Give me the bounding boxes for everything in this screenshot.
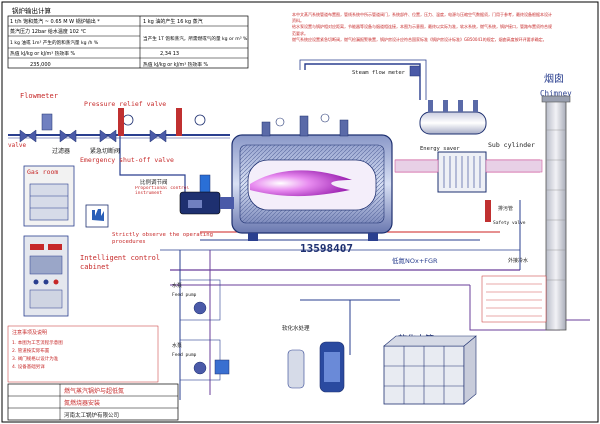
- control-cabinet: Intelligent control cabinet: [23, 235, 161, 317]
- chimney-cn: 烟囱: [544, 72, 564, 85]
- soft-water-tank: 软化水箱: [383, 333, 477, 405]
- relief-valve-body-2: [176, 108, 182, 136]
- gas-valve-1: [19, 129, 37, 143]
- sub-cylinder: Sub cylinder: [419, 100, 535, 149]
- calc-r2c1: 蒸汽压力 12bar 给水温度 102 ℃: [10, 28, 87, 35]
- title-line-1: 燃气蒸汽锅炉与超低氮: [64, 387, 124, 395]
- economizer: Energy saver: [394, 146, 543, 193]
- note-para-1: 本中文蒸汽系统管道布置图，管线系统中所示管道阀门，系统部件、位置，压力、温度，电…: [292, 12, 552, 24]
- operating-notice: Strictly observe the operating procedure…: [85, 204, 214, 245]
- fgr-label: 低氮NOx+FGR: [392, 256, 438, 265]
- intelligent-label: Intelligent control cabinet: [80, 254, 161, 271]
- hand-icon: [92, 209, 104, 221]
- water-treat-label: 软化水处理: [282, 324, 310, 332]
- gas-valve-train: Flowmeter Pressure relief valve valve 过滤…: [8, 92, 206, 164]
- chimney: 烟囱 Chimney: [540, 72, 572, 331]
- feed-pumps: 水泵 Feed pump 水泵 Feed pump: [172, 279, 230, 381]
- observe-label: Strictly observe the operating procedure…: [112, 232, 214, 245]
- calc-r5c1: 235,000: [30, 62, 51, 68]
- sub-cylinder-label: Sub cylinder: [488, 141, 535, 149]
- calc-r1c2: 1 kg 油的产生 16 kg 蒸汽: [143, 18, 203, 25]
- chimney-label: Chimney: [540, 89, 572, 98]
- gas-valve-3: [99, 129, 117, 143]
- note-para-2: 给水泵设置与锅炉相对应距离，节能器等设备与烟道相连接，本图为示意图，最终以实际为…: [292, 24, 552, 36]
- shutoff-label: Emergency shut-off valve: [80, 156, 174, 164]
- proportional-cn: 比例调节阀: [140, 178, 168, 186]
- calc-r5c2: 热值 kJ/kg or kJ/m³ 热效率 %: [143, 61, 209, 68]
- calc-r3c2: 当产生 1T 饱和蒸汽，所需燃或气的量 kg or m³ %: [143, 35, 248, 42]
- shutoff-cn-label: 紧急切断阀: [90, 147, 120, 155]
- output-calculation-table: 锅炉输出计算 1 t/h 饱和蒸汽 ~ 0.65 M W 锅炉输出 * 1 kg…: [7, 6, 249, 69]
- notes-l4: 4. 设备基础另详: [12, 363, 45, 370]
- pressure-gauge-icon-2: [194, 114, 206, 126]
- cold-water-label: 外接冷水: [508, 257, 528, 264]
- gas-valve-4: [149, 129, 167, 143]
- calc-r3c1: 1 kg 油或 1m³ 产生的饱和蒸汽量 kg /h %: [10, 39, 99, 46]
- title-block: 燃气蒸汽锅炉与超低氮 氮燃烧器安装 河南太工锅炉有限公司: [7, 383, 179, 421]
- safety-valve-group: Safety valve 排污管 外接冷水: [485, 200, 528, 264]
- pump-icon-1: [193, 301, 207, 315]
- phone-watermark: 13598407: [300, 242, 353, 255]
- notes-l2: 2. 管道按实际布置: [12, 347, 50, 354]
- flame: [250, 170, 352, 197]
- sub-cylinder-body: [419, 111, 487, 135]
- boiler-main: [179, 113, 393, 241]
- proportional-label: Proportional control instrument: [135, 186, 190, 196]
- notes-header: 注意事项及说明: [12, 329, 47, 336]
- notes-l3: 3. 阀门规格以设计为准: [12, 355, 59, 362]
- pump-icon-2: [193, 361, 207, 375]
- calc-r1c1: 1 t/h 饱和蒸汽 ~ 0.65 M W 锅炉输出 *: [10, 18, 100, 25]
- prv-label: Pressure relief valve: [84, 100, 166, 108]
- pump-cn-2: 水泵: [172, 342, 182, 349]
- water-treatment: 软化水处理: [282, 324, 345, 393]
- design-notes: 本中文蒸汽系统管道布置图，管线系统中所示管道阀门，系统部件、位置，压力、温度，电…: [292, 12, 552, 42]
- energy-saver-label: Energy saver: [420, 146, 460, 152]
- notes-l1: 1. 本图为工艺流程示意图: [12, 339, 63, 346]
- calc-r4c1: 热值 kJ/kg or kJ/m³ 热效率 %: [10, 50, 76, 57]
- calc-title: 锅炉输出计算: [12, 6, 52, 15]
- pressure-gauge-icon: [122, 114, 134, 126]
- title-line-2: 氮燃烧器安装: [64, 399, 100, 407]
- gas-room-label: Gas room: [27, 168, 58, 176]
- pump-label-1: Feed pump: [172, 292, 197, 298]
- drain-label: 排污管: [498, 205, 513, 212]
- chimney-stack: [545, 99, 567, 331]
- flowmeter-label: Flowmeter: [20, 92, 58, 100]
- note-para-3: 燃气系统应设置紧急切断阀，燃气检漏报警装置，锅炉房设计应符合国家标准《锅炉房设计…: [292, 36, 547, 42]
- notes-block: 注意事项及说明 1. 本图为工艺流程示意图 2. 管道按实际布置 3. 阀门规格…: [7, 325, 159, 383]
- pump-label-2: Feed pump: [172, 352, 197, 358]
- safety-label: Safety valve: [493, 220, 526, 226]
- valve-label: valve: [8, 142, 26, 149]
- company-name: 河南太工锅炉有限公司: [64, 411, 119, 419]
- calc-r4c2: 2,34 13: [160, 51, 179, 57]
- steam-flow-label: Steam flow meter: [352, 70, 406, 76]
- steam-flow-meter: Steam flow meter: [352, 65, 421, 77]
- flowmeter-body: [41, 113, 53, 131]
- legend-block: [481, 275, 547, 323]
- relief-valve-body: [118, 108, 124, 136]
- pump-cn-1: 水泵: [172, 282, 182, 289]
- pipe-network: [8, 59, 590, 400]
- filter-label: 过滤器: [52, 147, 70, 155]
- gas-valve-2: [59, 129, 77, 143]
- gas-room: Gas room: [23, 165, 75, 227]
